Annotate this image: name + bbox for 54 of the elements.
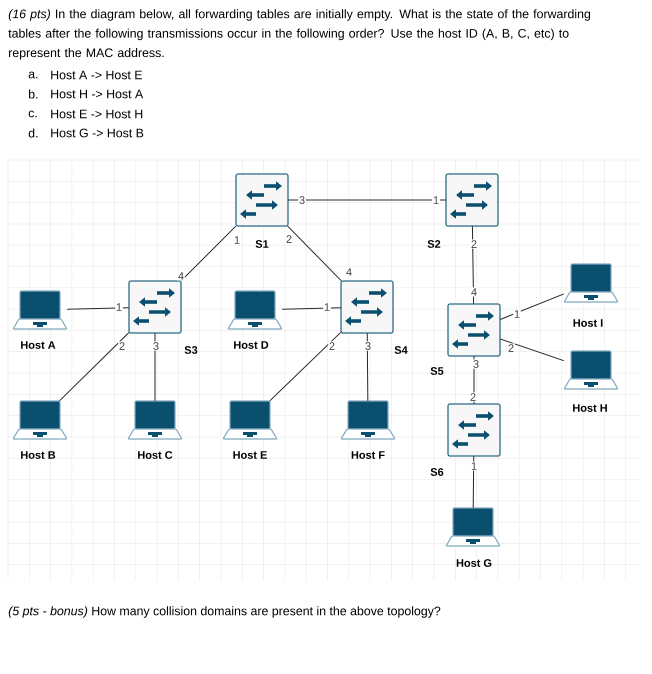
port-number: 2 (118, 341, 126, 351)
node-label: Host F (352, 451, 385, 459)
port-number: 3 (152, 341, 160, 351)
link-line (66, 307, 130, 310)
port-number: 4 (177, 271, 185, 281)
list-item: Host G -> Host B (51, 128, 144, 138)
port-number: 1 (115, 302, 123, 312)
list-item: Host E -> Host H (51, 110, 142, 118)
node-label: S1 (256, 240, 268, 248)
port-number: 2 (507, 343, 515, 353)
node-label: S4 (394, 346, 408, 354)
port-number: 3 (472, 359, 480, 369)
port-number: 1 (432, 195, 440, 205)
port-number: 3 (298, 195, 306, 205)
node-label: Host I (574, 319, 602, 327)
list-item: Host A -> Host E (51, 70, 142, 80)
list-item: Host H -> Host A (51, 90, 144, 98)
node-label: Host A (21, 341, 56, 349)
node-label: S3 (184, 346, 198, 354)
port-number: 2 (470, 239, 478, 249)
port-number: 4 (345, 267, 353, 277)
port-number: 2 (469, 392, 477, 402)
link-line (472, 226, 474, 304)
link-line (366, 332, 368, 402)
link-line (500, 338, 564, 362)
list-marker: a. (28, 72, 38, 78)
link-line (154, 332, 156, 402)
port-number: 2 (285, 234, 293, 244)
node-label: Host B (21, 451, 56, 459)
port-number: 1 (470, 461, 478, 471)
port-number: 1 (323, 302, 331, 312)
link-line (180, 226, 236, 282)
node-label: Host D (234, 341, 268, 349)
node-label: Host E (233, 451, 267, 459)
port-number: 2 (328, 341, 336, 351)
node-label: Host H (573, 404, 607, 412)
link-line (59, 332, 130, 402)
node-label: Host C (138, 451, 172, 459)
link-line (287, 226, 342, 282)
node-label: S6 (430, 468, 444, 476)
node-label: S5 (430, 367, 444, 375)
question-text: (16 pts) In the diagram below, all forwarding tables are initially empty. What is the state of the forwarding tables after the following transmissions occur in the following order? Use the host ID (A, B, C, etc) to represent the MAC address. (8, 9, 590, 60)
port-number: 3 (364, 341, 372, 351)
node-label: Host G (456, 559, 492, 567)
list-marker: c. (28, 110, 37, 118)
bonus-question: (5 pts - bonus) How many collision domains are present in the above topology? (8, 606, 440, 618)
link-line (500, 293, 564, 320)
list-marker: d. (28, 128, 38, 138)
port-number: 4 (470, 287, 478, 297)
link-line (269, 332, 342, 402)
link-line (282, 307, 342, 310)
list-marker: b. (29, 89, 38, 99)
node-label: S2 (428, 240, 440, 248)
port-number: 1 (233, 235, 241, 245)
